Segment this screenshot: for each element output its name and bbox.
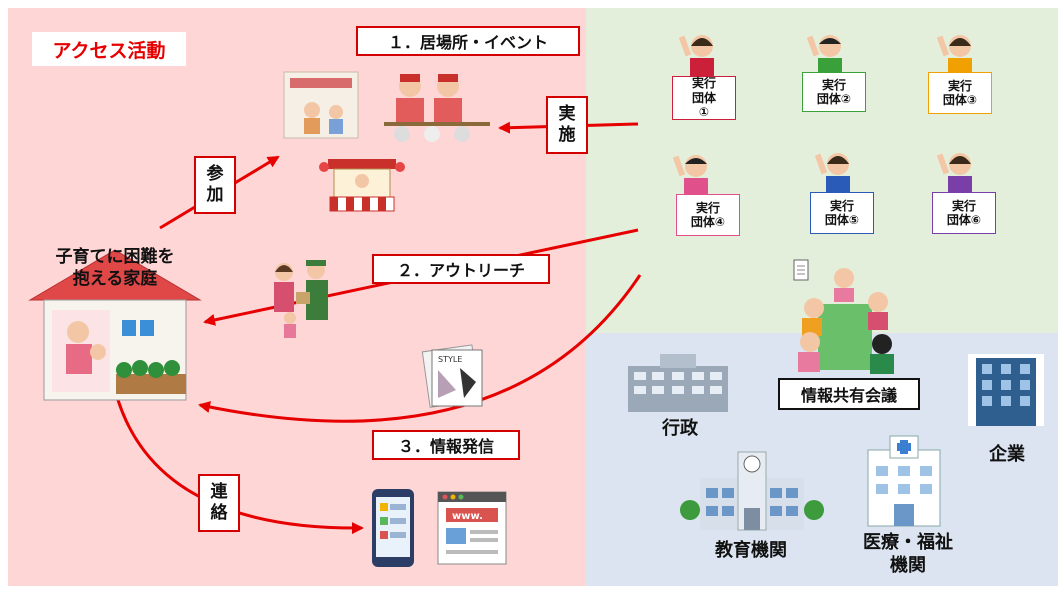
team-2-line2: 団体② — [816, 92, 852, 106]
government-label: 行政 — [662, 418, 698, 439]
person-icon-6 — [936, 153, 972, 194]
outreach-box-label: ２．アウトリーチ — [396, 261, 525, 280]
family-label-line2: 抱える家庭 — [72, 269, 158, 290]
website-icon: www. — [437, 491, 507, 565]
magazine-illustration: STYLE — [422, 344, 483, 408]
info-dissemination-label: ３．情報発信 — [397, 437, 494, 456]
team-5-line1: 実行 — [829, 198, 854, 213]
person-icon-1 — [678, 35, 714, 76]
participation-char-2: 加 — [206, 185, 224, 205]
team-1-line1: 実行 — [691, 76, 716, 91]
team-box-4: 実行 団体④ — [676, 194, 740, 236]
team-5-line2: 団体⑤ — [824, 213, 860, 227]
team-3-line1: 実行 — [947, 78, 972, 93]
team-box-1: 実行 団体 ① — [672, 76, 736, 120]
team-4-line1: 実行 — [695, 200, 720, 215]
event-box-label: １．居場所・イベント — [387, 33, 548, 52]
outreach-box: ２．アウトリーチ — [372, 254, 550, 284]
government-building-icon — [628, 354, 728, 412]
person-icon-3 — [936, 35, 972, 76]
person-icon-5 — [814, 153, 850, 194]
family-house-illustration — [28, 249, 202, 401]
team-3-line2: 団体③ — [942, 93, 978, 107]
website-www-text: www. — [452, 511, 483, 522]
team-2-line1: 実行 — [821, 77, 846, 92]
team-1-number: ① — [698, 105, 710, 120]
participation-label: 参 加 — [194, 156, 236, 214]
team-box-2: 実行 団体② — [802, 72, 866, 112]
team-1-line2: 団体 — [691, 90, 716, 105]
info-sharing-meeting-label: 情報共有会議 — [800, 386, 897, 405]
implementation-char-2: 施 — [558, 125, 576, 145]
education-label: 教育機関 — [715, 540, 787, 561]
hospital-building-icon — [867, 435, 941, 527]
magazine-title-text: STYLE — [438, 355, 462, 364]
info-sharing-meeting-box: 情報共有会議 — [778, 378, 920, 410]
team-4-line2: 団体④ — [690, 215, 726, 229]
access-activities-title: アクセス活動 — [52, 39, 166, 62]
medical-welfare-label: 医療・福祉 機関 — [846, 532, 970, 577]
medical-welfare-line1: 医療・福祉 — [863, 532, 953, 553]
team-box-6: 実行 団体⑥ — [932, 192, 996, 234]
team-6-line2: 団体⑥ — [946, 213, 982, 227]
family-label-line1: 子育てに困難を — [55, 247, 175, 267]
family-label: 子育てに困難を 抱える家庭 — [26, 246, 204, 290]
event-box: １．居場所・イベント — [356, 26, 580, 56]
implementation-label: 実 施 — [546, 96, 588, 154]
contact-char-2: 絡 — [210, 503, 228, 523]
contact-char-1: 連 — [210, 481, 228, 502]
contact-label: 連 絡 — [198, 474, 240, 532]
festival-stall-illustration — [319, 159, 405, 212]
meeting-illustration — [793, 259, 894, 374]
person-icon-2 — [806, 35, 842, 76]
access-activities-title-box: アクセス活動 — [32, 32, 186, 66]
team-box-3: 実行 団体③ — [928, 72, 992, 114]
company-building-icon — [968, 354, 1044, 426]
medical-welfare-line2: 機関 — [890, 554, 926, 576]
company-label: 企業 — [989, 444, 1025, 465]
implementation-char-1: 実 — [558, 103, 576, 124]
participation-char-1: 参 — [206, 163, 224, 184]
food-servers-illustration — [384, 74, 490, 142]
team-6-line1: 実行 — [951, 198, 976, 213]
team-box-5: 実行 団体⑤ — [810, 192, 874, 234]
outreach-visit-illustration — [274, 260, 328, 338]
smartphone-icon — [372, 489, 414, 567]
person-icon-4 — [672, 155, 708, 196]
event-booth-illustration — [283, 71, 359, 139]
info-dissemination-box: ３．情報発信 — [372, 430, 520, 460]
school-building-icon — [680, 451, 824, 531]
